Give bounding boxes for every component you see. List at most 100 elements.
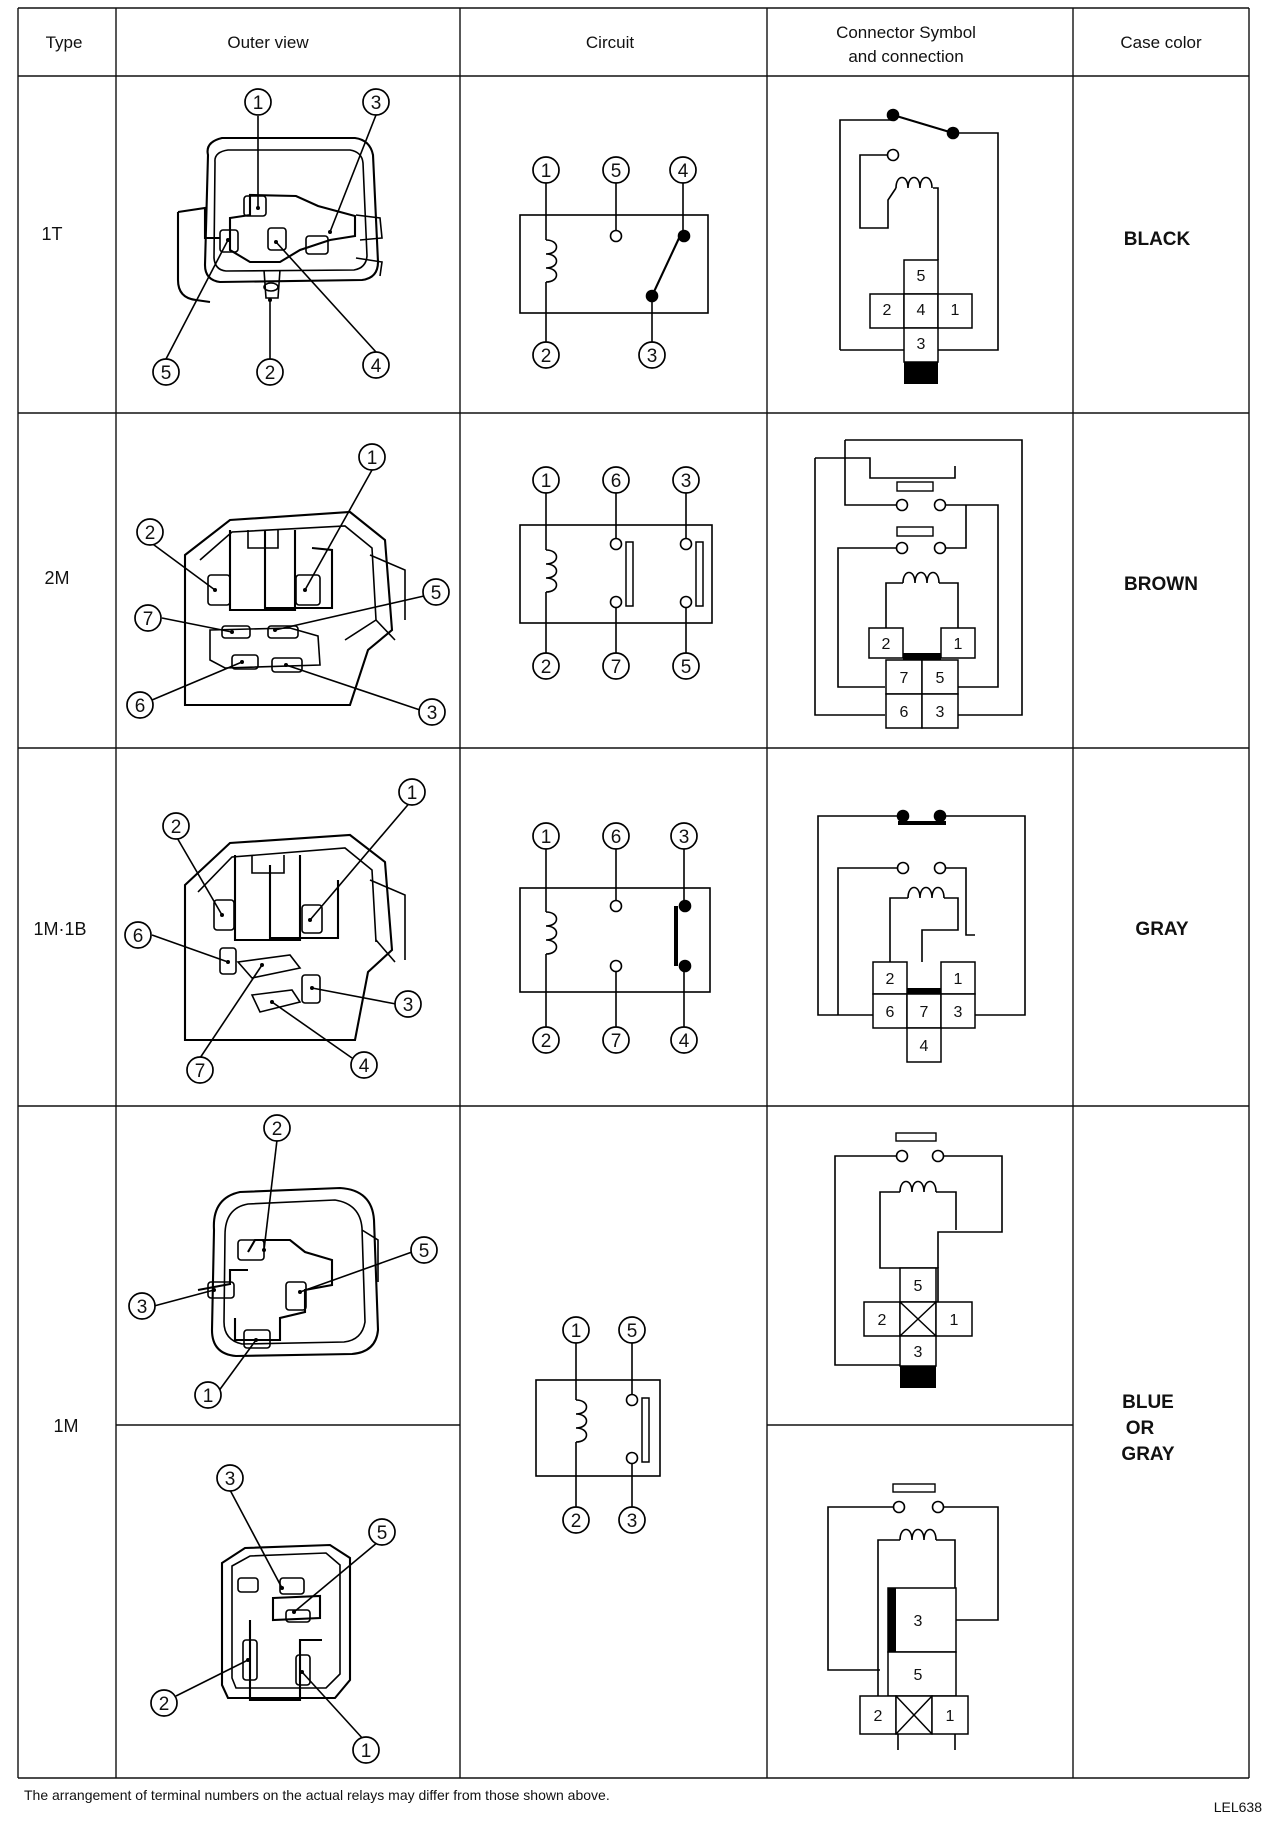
terminal-circle	[418, 698, 446, 726]
leader-dot	[254, 1338, 258, 1342]
terminal-number-badge: 2	[562, 1506, 590, 1534]
leader-line	[149, 541, 216, 591]
leader-dot	[273, 628, 277, 632]
terminal-circle	[394, 990, 422, 1018]
table-grid	[17, 7, 1250, 1779]
terminal-number: 5	[611, 161, 622, 182]
connector-cell-number: 7	[900, 670, 909, 687]
latch-block	[900, 1366, 936, 1388]
terminal-number: 3	[427, 703, 438, 724]
connector-cell	[935, 1301, 973, 1337]
leader-line	[263, 1139, 278, 1251]
leader-dot	[274, 240, 278, 244]
leader-line	[299, 1251, 413, 1293]
terminal-number-badge: 1	[398, 778, 426, 806]
connector-cell	[921, 693, 959, 729]
leader-dot	[280, 1586, 284, 1590]
contact-point	[933, 861, 947, 875]
terminal-number: 3	[647, 346, 658, 367]
connector-cell-number: 1	[950, 1312, 959, 1329]
terminal-number: 6	[135, 696, 146, 717]
switch-arm	[892, 113, 954, 135]
terminal-circle	[194, 1381, 222, 1409]
terminal-number-badge: 2	[532, 652, 560, 680]
connector-wire	[921, 897, 959, 962]
contact-bar	[625, 541, 634, 607]
terminal-number: 6	[611, 827, 622, 848]
terminal-circle	[358, 443, 386, 471]
terminal-number-badge: 1	[562, 1316, 590, 1344]
leader-line	[199, 964, 263, 1059]
circuit-box	[519, 214, 709, 314]
terminal-number: 2	[171, 817, 182, 838]
leader-line	[271, 1001, 353, 1059]
header-row: Type Outer view Circuit Connector Symbol…	[46, 23, 1202, 66]
terminal-number: 3	[137, 1297, 148, 1318]
connector-cell	[937, 293, 973, 329]
leader-dot	[292, 1610, 296, 1614]
contact-point	[895, 541, 909, 555]
terminal-number: 2	[541, 657, 552, 678]
contact-point	[609, 229, 623, 243]
leader-line	[175, 835, 223, 916]
terminal-number: 5	[161, 363, 172, 384]
terminal-number-badge: 3	[638, 341, 666, 369]
leader-dot	[328, 230, 332, 234]
connector-cell	[872, 993, 908, 1029]
relay-coil	[907, 886, 945, 899]
leader-line	[229, 1489, 283, 1589]
terminal-circle	[244, 88, 272, 116]
terminal-number-badge: 6	[602, 466, 630, 494]
leader-line	[151, 934, 229, 963]
row-1m: 1M BLUE OR GRAY	[53, 1186, 1175, 1702]
outer-view-1m-relay-b	[220, 1543, 352, 1702]
leader-line	[309, 799, 413, 921]
row-1t: 1T BLACK	[41, 136, 1191, 304]
terminal-number: 1	[253, 93, 264, 114]
terminal-number-badge: 3	[670, 822, 698, 850]
contact-bar	[896, 481, 934, 492]
terminal-number-badge: 2	[263, 1114, 291, 1142]
terminal-circle	[136, 518, 164, 546]
connector-cell	[903, 259, 939, 295]
terminal-number: 3	[679, 827, 690, 848]
connector-cell	[940, 961, 976, 995]
contact-point	[609, 537, 623, 551]
connector-cell	[868, 627, 904, 659]
relay-coil	[575, 1399, 588, 1443]
terminal-number-badge: 1	[532, 466, 560, 494]
leader-dot	[270, 1000, 274, 1004]
row-1m1b: 1M·1B GRAY	[33, 833, 1189, 1042]
relay-coil	[545, 549, 558, 593]
terminal-number: 2	[265, 363, 276, 384]
connector-cell	[903, 327, 939, 363]
terminal-number: 5	[431, 583, 442, 604]
contact-point	[895, 498, 909, 512]
terminal-number-badge: 3	[394, 990, 422, 1018]
terminal-number: 7	[195, 1061, 206, 1082]
terminal-circle	[256, 358, 284, 386]
terminal-circle	[350, 1051, 378, 1079]
connector-cell-number: 3	[914, 1344, 923, 1361]
connector-cell	[885, 693, 923, 729]
terminal-number: 5	[627, 1321, 638, 1342]
contact-point	[896, 861, 910, 875]
connector-cell-number: 1	[954, 636, 963, 653]
connector-cell-number: 3	[914, 1613, 923, 1630]
terminal-number-badge: 7	[134, 604, 162, 632]
connector-cell	[906, 1027, 942, 1063]
leader-dot	[212, 1288, 216, 1292]
connector-wire	[837, 867, 897, 1015]
contact-point	[931, 1149, 945, 1163]
case-color-line3: GRAY	[1121, 1444, 1174, 1465]
terminal-circle	[134, 604, 162, 632]
latch-block	[903, 653, 941, 660]
contact-point	[895, 1149, 909, 1163]
leader-dot	[230, 630, 234, 634]
connector-cell-number: 1	[954, 971, 963, 988]
